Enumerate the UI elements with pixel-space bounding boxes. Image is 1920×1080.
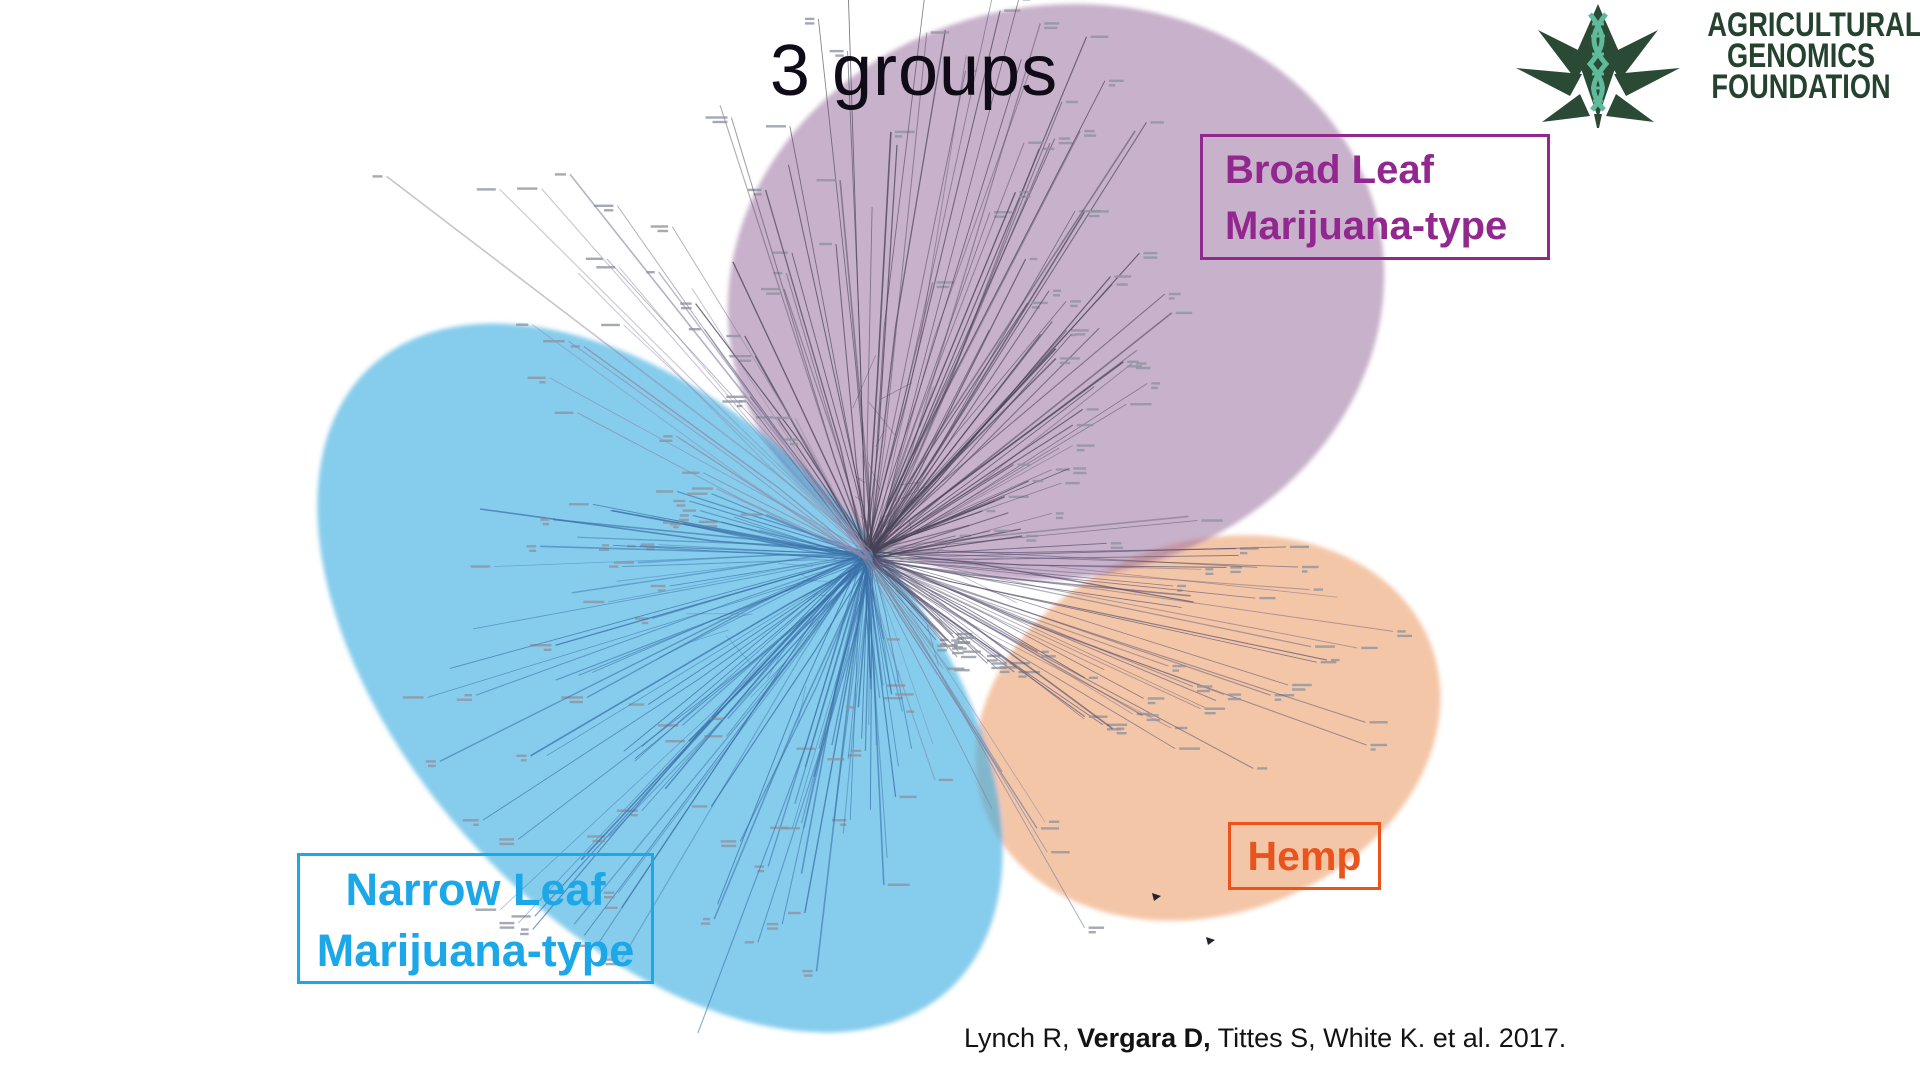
broad-leaf-label-line2: Marijuana-type — [1225, 204, 1508, 248]
logo-line-2: GENOMICS — [1726, 37, 1876, 75]
citation-prefix: Lynch R, — [964, 1023, 1078, 1053]
hemp-label-box: Hemp — [1228, 822, 1381, 890]
narrow-leaf-label-line2: Marijuana-type — [316, 925, 635, 976]
citation-bold-author: Vergara D, — [1077, 1023, 1211, 1053]
narrow-leaf-label-box: Narrow Leaf Marijuana-type — [297, 853, 654, 984]
cluster-branches — [680, 0, 1193, 562]
logo-wordmark: AGRICULTURAL GENOMICS FOUNDATION — [1707, 6, 1920, 106]
citation-suffix: Tittes S, White K. et al. 2017. — [1210, 1023, 1567, 1053]
logo-line-3: FOUNDATION — [1711, 68, 1891, 106]
logo-line-1: AGRICULTURAL — [1707, 6, 1920, 44]
page-title: 3 groups — [769, 31, 1059, 111]
hemp-label-line1: Hemp — [1247, 833, 1362, 879]
narrow-leaf-label-line1: Narrow Leaf — [345, 864, 606, 915]
tree-marker — [1152, 893, 1161, 901]
broad-leaf-label-box: Broad Leaf Marijuana-type — [1200, 134, 1550, 260]
cannabis-leaf-dna-icon — [1516, 4, 1680, 128]
cluster-branches — [862, 515, 1412, 770]
broad-leaf-label-line1: Broad Leaf — [1225, 148, 1434, 192]
tree-marker — [1206, 937, 1215, 945]
stray-branches — [372, 173, 873, 562]
cluster-branches — [402, 490, 917, 1034]
citation: Lynch R, Vergara D, Tittes S, White K. e… — [964, 1023, 1566, 1054]
stray-branches — [862, 552, 1105, 934]
